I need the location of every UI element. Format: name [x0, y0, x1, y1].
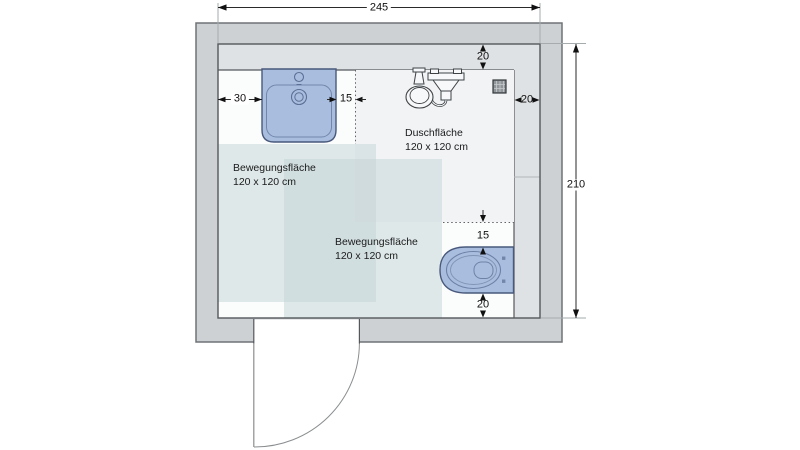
arrow-15a-left	[329, 96, 337, 103]
arrow-15t-up	[480, 247, 486, 255]
arrow-20b-up	[480, 293, 486, 301]
washbasin	[261, 68, 337, 143]
washbasin-drain-inner	[294, 92, 304, 102]
arrow-245-right	[531, 4, 540, 11]
shower-valve-left	[430, 68, 439, 74]
shower-area-label: Duschfläche 120 x 120 cm	[405, 126, 468, 154]
shower-drain	[492, 79, 507, 94]
wall-inner-outline	[217, 43, 541, 319]
movement-area-1-label: Bewegungsfläche 120 x 120 cm	[233, 161, 316, 189]
arrow-20t-up	[480, 44, 486, 52]
shower-area-label-line1: Duschfläche	[405, 127, 463, 139]
dimension-basin-left-label: 30	[230, 93, 250, 105]
arrow-15t-down	[480, 215, 486, 222]
dimension-prewall-right-label: 20	[520, 93, 534, 106]
prewall-right	[514, 70, 540, 318]
movement-area-2-label-line1: Bewegungsfläche	[335, 236, 418, 248]
movement-area-2-label: Bewegungsfläche 120 x 120 cm	[335, 235, 418, 263]
arrow-20r-right	[532, 97, 540, 103]
washbasin-body	[261, 68, 337, 143]
drain-grate-grid	[494, 81, 505, 92]
arrow-20b-down	[480, 310, 486, 318]
prewall-top	[218, 44, 540, 70]
arrow-30-left	[218, 96, 226, 103]
door	[253, 319, 360, 448]
toilet-hinge-top	[502, 256, 506, 260]
showerhead-face-inner	[409, 87, 430, 104]
arrow-30-right	[254, 96, 262, 103]
showerhead-holder	[412, 67, 426, 73]
door-swing-arc	[253, 343, 360, 448]
movement-area-1-label-line1: Bewegungsfläche	[233, 162, 316, 174]
arrow-245-left	[218, 4, 227, 11]
toilet-seat-outer	[445, 250, 502, 290]
movement-area-2-label-line2: 120 x 120 cm	[335, 250, 399, 262]
washbasin-drain-outer	[290, 88, 308, 106]
movement-area-1-label-line2: 120 x 120 cm	[233, 176, 297, 188]
shower-fixture	[405, 67, 465, 109]
dimension-toilet-top-label: 15	[476, 229, 490, 242]
dimension-prewall-top-label: 20	[476, 50, 490, 63]
toilet-hinge-bottom	[502, 279, 506, 283]
wall-outer-outline	[195, 22, 563, 343]
drain-grate	[492, 79, 507, 94]
toilet	[439, 246, 515, 294]
shower-outlet-box	[440, 90, 452, 101]
showerhead-neck	[413, 71, 425, 85]
shower-valve-right	[453, 68, 462, 74]
dimension-height-label: 210	[563, 179, 589, 191]
toilet-bowl-water	[473, 261, 494, 279]
arrow-210-bottom	[572, 309, 580, 318]
movement-area-2	[284, 159, 442, 318]
washbasin-faucet-hole	[293, 71, 305, 83]
extension-lines	[217, 3, 586, 319]
door-opening	[254, 319, 359, 344]
arrow-15a-right	[355, 96, 363, 103]
shower-mixer-bar	[427, 72, 465, 81]
arrow-20t-down	[480, 62, 486, 70]
dimension-toilet-bottom-label: 20	[476, 298, 490, 311]
arrow-20r-left	[514, 97, 522, 103]
dimension-basin-right-label: 15	[339, 92, 353, 105]
showerhead-face	[405, 85, 434, 109]
dimension-width-label: 245	[366, 2, 392, 14]
arrow-210-top	[572, 44, 580, 53]
shower-area-label-line2: 120 x 120 cm	[405, 141, 469, 153]
toilet-seat-inner	[450, 255, 497, 285]
shower-hose-highlight	[431, 99, 447, 107]
toilet-body	[439, 246, 515, 294]
